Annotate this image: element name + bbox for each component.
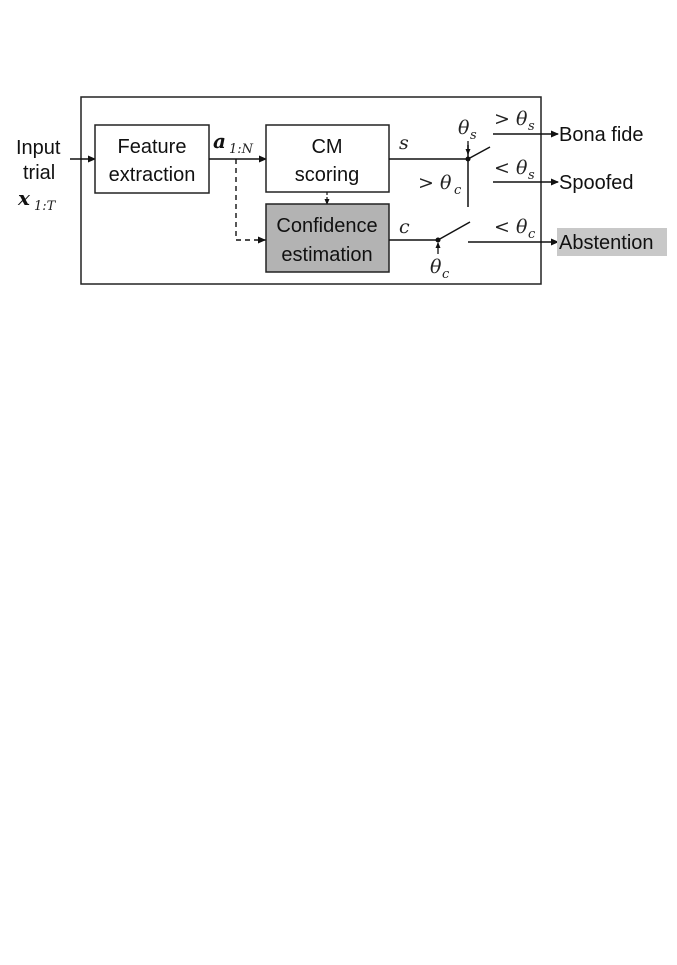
input-label-line2: trial [23, 162, 55, 184]
system-boundary [80, 96, 542, 285]
abstention-label: Abstention [559, 232, 654, 254]
confidence-estimation-block [265, 203, 390, 273]
spoofed-label: Spoofed [559, 172, 634, 194]
spoofed-condition-subscript: s [528, 168, 535, 183]
theta-s-subscript: s [470, 128, 477, 143]
bona-fide-condition: > θ [494, 108, 528, 130]
bona-fide-condition-subscript: s [528, 119, 535, 134]
theta-c-lower-symbol: θ [430, 256, 442, 278]
confidence-estimation-line2: estimation [281, 244, 372, 266]
theta-c-upper-label: > θ [418, 172, 452, 194]
confidence-symbol: c [399, 216, 410, 238]
input-label-line1: Input [16, 137, 61, 159]
spoofed-condition: < θ [494, 157, 528, 179]
input-symbol: x [17, 186, 31, 210]
confidence-estimation-line1: Confidence [276, 215, 377, 237]
features-to-confidence-dashed [235, 159, 266, 241]
abstention-condition: < θ [494, 216, 528, 238]
abstention-highlight [557, 228, 667, 256]
feature-extraction-line2: extraction [109, 164, 196, 186]
cm-scoring-line1: CM [311, 136, 342, 158]
features-subscript: 1:N [229, 142, 254, 157]
confidence-switch-blade [437, 221, 471, 241]
features-to-confidence-arrowhead [258, 236, 266, 244]
features-symbol: a [213, 129, 226, 153]
theta-c-lower-subscript: c [442, 267, 450, 282]
score-switch-blade [467, 146, 491, 160]
input-symbol-subscript: 1:T [34, 199, 57, 214]
theta-s-symbol: θ [458, 117, 470, 139]
bona-fide-label: Bona fide [559, 124, 644, 146]
theta-c-upper-subscript: c [454, 183, 462, 198]
score-symbol: s [399, 132, 409, 154]
abstention-condition-subscript: c [528, 227, 536, 242]
feature-extraction-line1: Feature [118, 136, 187, 158]
cm-scoring-line2: scoring [295, 164, 359, 186]
feature-extraction-block [94, 124, 210, 194]
